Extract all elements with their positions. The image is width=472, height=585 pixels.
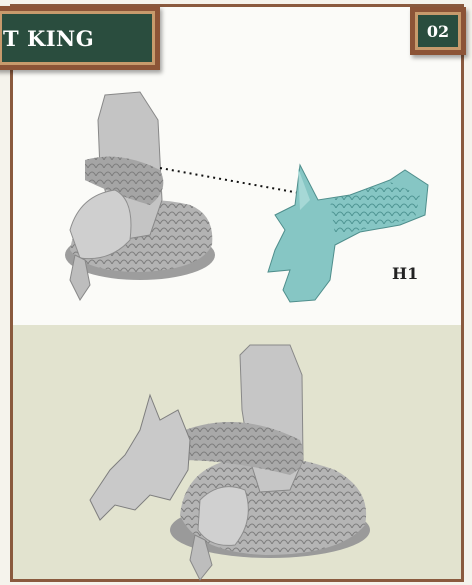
page-number-badge: 02 [410, 7, 466, 55]
page-title: T KING [3, 26, 94, 51]
assembled-model [90, 345, 370, 580]
assembly-leader-line [160, 168, 305, 194]
part-label-h1: H1 [392, 264, 418, 283]
page-title-banner: T KING [0, 6, 160, 70]
serpent-body-model [65, 92, 215, 300]
page-number: 02 [427, 22, 449, 41]
